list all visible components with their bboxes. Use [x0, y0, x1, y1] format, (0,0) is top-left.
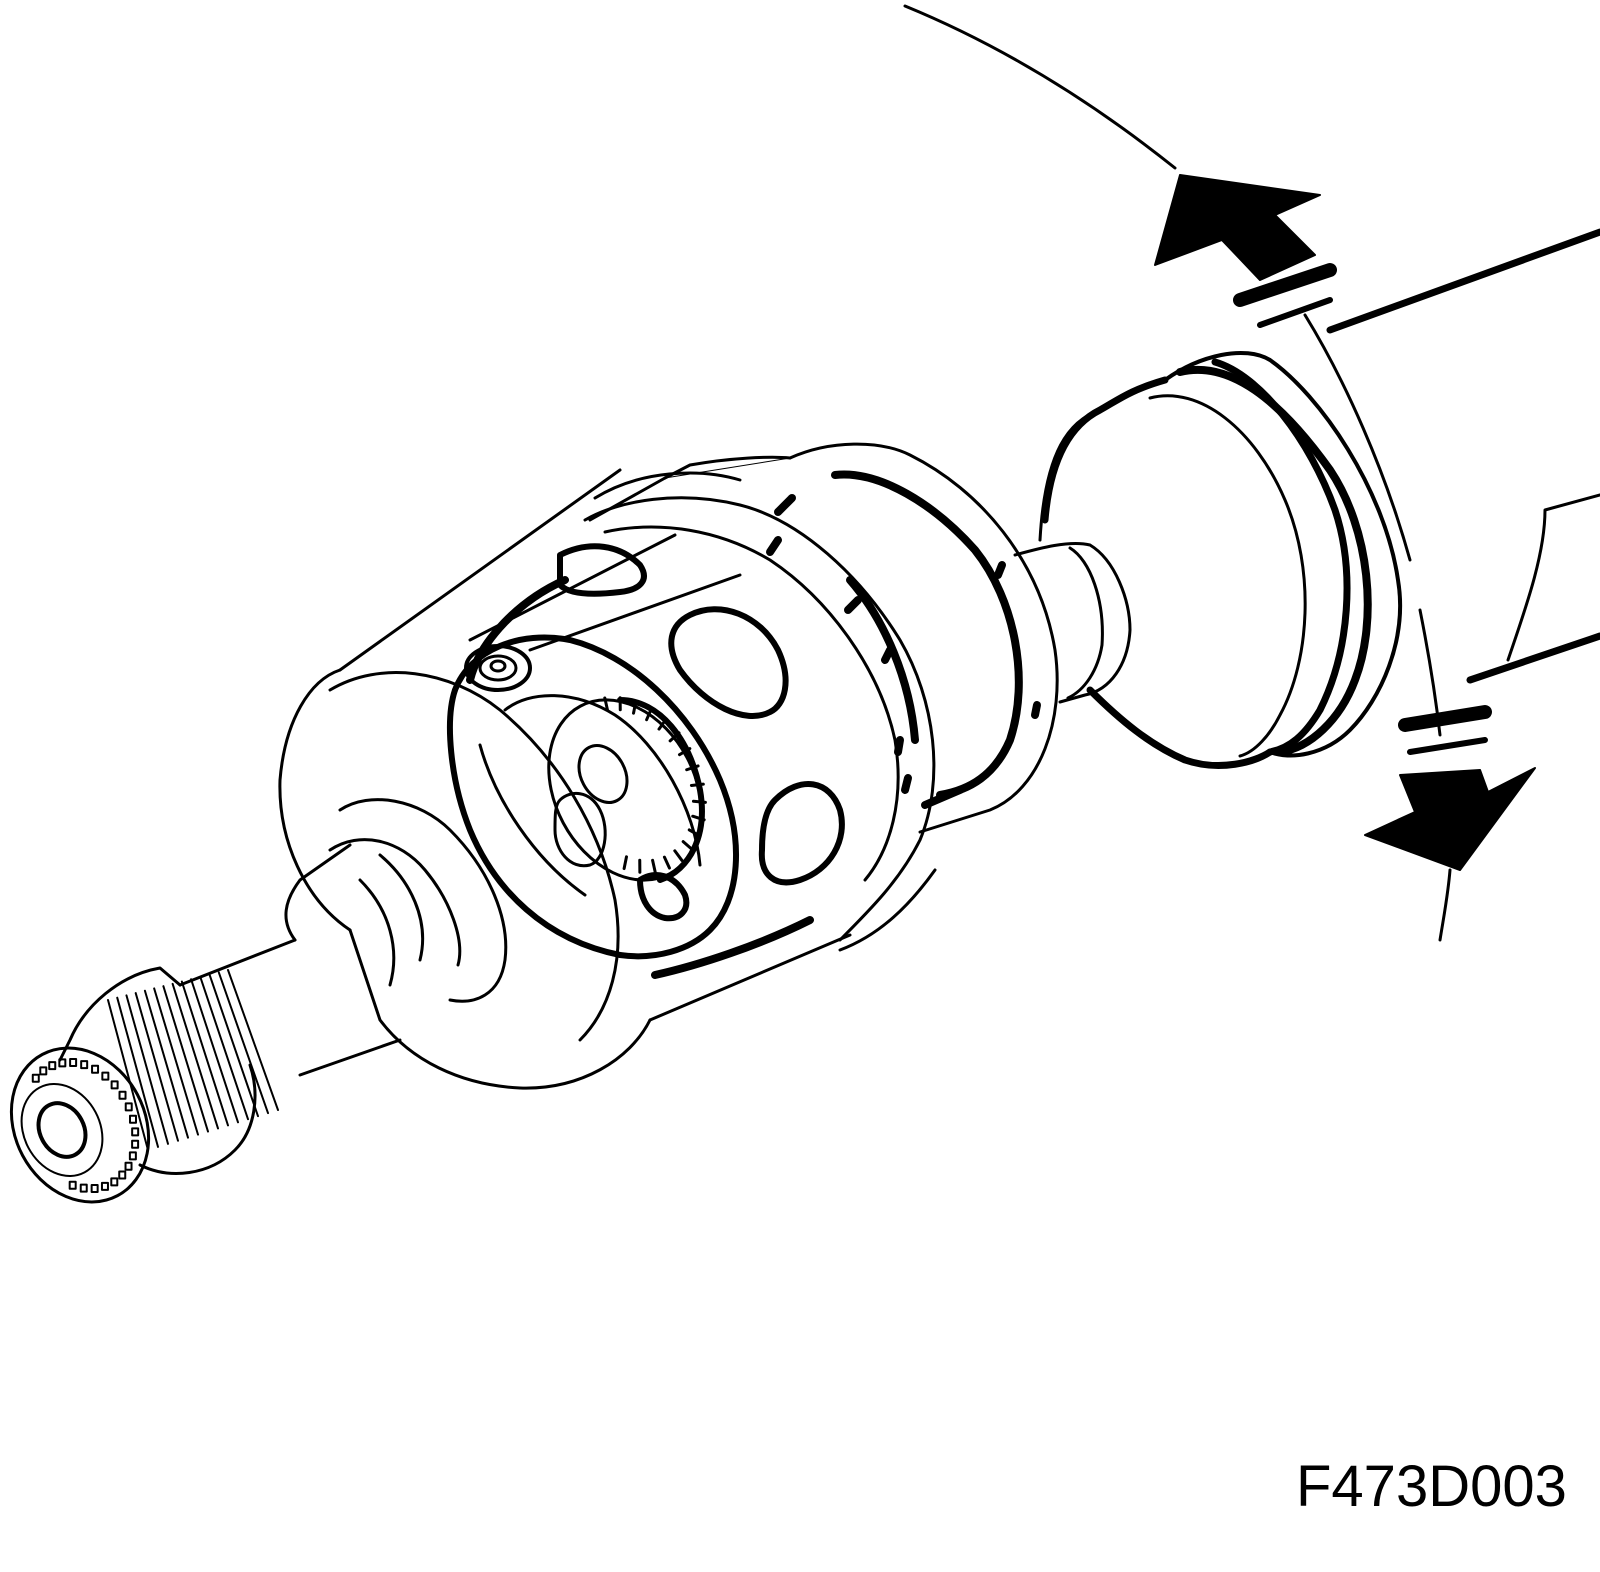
spline-tooth	[107, 999, 149, 1151]
inner-race-spline-teeth	[603, 696, 707, 874]
inner-race	[547, 697, 705, 883]
inner-race-tooth	[645, 707, 653, 722]
spline-tooth	[180, 980, 229, 1127]
spline-face-tooth	[39, 1066, 48, 1076]
inner-race-tooth	[687, 828, 702, 838]
spline-tooth	[190, 978, 239, 1124]
spline-tooth	[153, 987, 199, 1136]
axle-shaft	[1326, 228, 1600, 684]
spline-tooth	[134, 992, 179, 1142]
arrow-down-icon	[1364, 705, 1536, 871]
spline-tooth	[162, 985, 209, 1133]
inner-race-tooth	[668, 731, 681, 743]
spline-tooth	[227, 969, 279, 1111]
inner-race-tooth	[677, 747, 692, 757]
spline-face-tooth	[101, 1071, 110, 1081]
spline-face-tooth	[131, 1139, 140, 1149]
spline-face-tooth	[79, 1183, 88, 1193]
boot-bellows	[1038, 351, 1403, 769]
spline-face-tooth	[124, 1161, 133, 1171]
housing-groove-marks	[766, 494, 1041, 809]
inner-race-tooth	[673, 849, 684, 862]
inner-race-tooth	[685, 764, 700, 772]
spline-shaft-end	[9, 966, 257, 1204]
inner-race-tooth	[622, 855, 628, 871]
spline-face-tooth	[90, 1184, 99, 1194]
spline-face-tooth	[131, 1127, 140, 1137]
spline-face-tooth	[100, 1181, 109, 1191]
spline-face-tooth	[68, 1180, 77, 1190]
rotation-arc	[903, 4, 1452, 942]
spline-face-tooth	[48, 1061, 57, 1071]
spline-face-tooth	[110, 1080, 119, 1090]
boot-neck	[1013, 541, 1132, 704]
inner-race-tooth	[689, 782, 705, 787]
figure-code: F473D003	[1296, 1454, 1567, 1519]
spline-face-tooth	[118, 1090, 127, 1100]
grease-nipple	[464, 533, 742, 692]
spline-tooth	[125, 994, 169, 1145]
outer-ring	[278, 468, 852, 1090]
spline-face-tooth	[80, 1060, 89, 1070]
spline-tooth	[217, 971, 269, 1115]
cage-window	[447, 634, 739, 960]
spline-face-tooth	[128, 1114, 137, 1124]
spline-face-tooth	[58, 1058, 67, 1068]
spline-tooth	[208, 973, 259, 1118]
spline-face-tooth	[124, 1102, 133, 1112]
inner-race-tooth	[681, 840, 694, 852]
outer-housing	[466, 442, 1059, 979]
inner-race-tooth	[657, 717, 668, 731]
inner-race-tooth	[603, 696, 609, 712]
arrow-up-icon	[1154, 174, 1337, 328]
spline-face-tooth	[128, 1151, 137, 1161]
inner-race-tooth	[632, 699, 638, 715]
spline-tooth	[199, 975, 249, 1121]
inner-race-tooth	[662, 855, 671, 870]
inner-race-tooth	[691, 799, 707, 804]
spline-face-tooth	[110, 1177, 119, 1187]
spline-tooth	[171, 982, 219, 1130]
inner-race-tooth	[651, 858, 657, 874]
spline-face-tooth	[69, 1057, 78, 1067]
shaft-neck	[178, 798, 508, 1077]
spline-tooth	[143, 989, 189, 1139]
spline-tooth	[116, 996, 159, 1148]
spline-face-tooth	[31, 1073, 40, 1083]
inner-race-tooth	[691, 814, 706, 822]
spline-teeth	[31, 969, 279, 1194]
spline-face-tooth	[118, 1170, 127, 1180]
spline-face-tooth	[91, 1064, 100, 1074]
